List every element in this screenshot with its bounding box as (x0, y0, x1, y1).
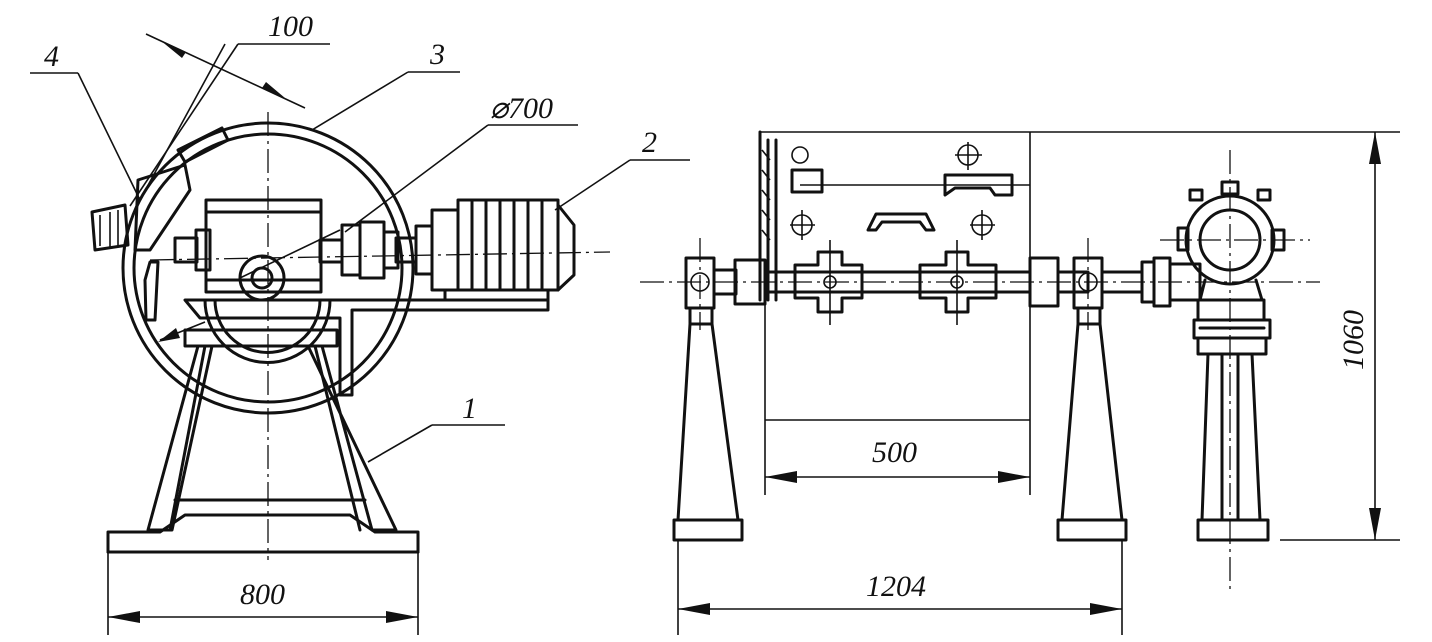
dimension-500: 500 (764, 420, 1031, 495)
callout-2: 2 (642, 126, 657, 159)
dimension-800-label: 800 (240, 578, 285, 611)
gearbox (173, 198, 341, 302)
dimension-1204-label: 1204 (866, 570, 926, 603)
dimension-1060: 1060 (1337, 132, 1381, 540)
dimension-1204: 1204 (677, 540, 1123, 635)
callout-diameter: ⌀700 (490, 92, 553, 125)
callout-3: 3 (429, 38, 445, 71)
electric-motor (414, 198, 576, 302)
left-pedestal (672, 238, 744, 542)
side-coupling (1100, 256, 1202, 308)
dimension-1060-label: 1060 (1337, 310, 1370, 370)
paddles (790, 142, 1030, 240)
coupling (318, 220, 418, 280)
drum-hatch (90, 126, 230, 322)
frame (106, 328, 420, 554)
motor-end-view (1160, 150, 1310, 590)
support-beam (183, 298, 550, 397)
callout-1: 1 (462, 392, 477, 425)
dimension-800: 800 (107, 552, 419, 635)
front-callouts: 4 100 3 ⌀700 2 1 (30, 10, 690, 463)
dimension-500-label: 500 (872, 436, 917, 469)
right-pedestal (1056, 238, 1128, 542)
callout-4: 4 (44, 40, 59, 73)
callout-100: 100 (268, 10, 313, 43)
front-view: 4 100 3 ⌀700 2 1 (30, 10, 690, 635)
side-view: 500 1204 1060 (640, 130, 1400, 635)
